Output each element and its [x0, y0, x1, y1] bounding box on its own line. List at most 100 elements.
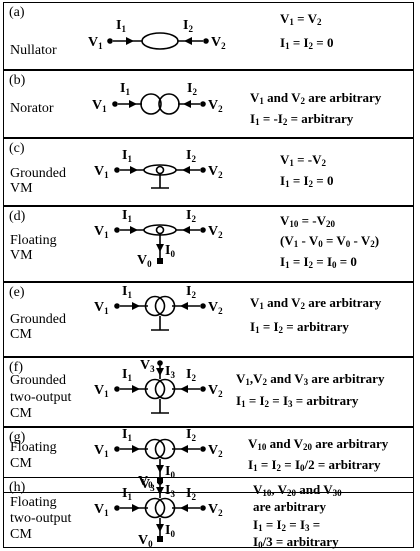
- terminal-dot: [200, 303, 206, 309]
- element-name: two-output: [10, 511, 72, 526]
- current-arrow: [156, 465, 164, 473]
- current-arrow: [180, 302, 188, 310]
- element-name: Norator: [10, 101, 54, 116]
- equation: I1 = I2 = I0 = 0: [280, 254, 357, 270]
- label-i0: I0: [165, 523, 175, 539]
- output-terminal: [157, 258, 163, 264]
- equation: I1 = I2 = I3 = arbitrary: [236, 393, 359, 409]
- equation: V1 = V2: [280, 11, 322, 27]
- label-i2: I2: [186, 208, 196, 224]
- terminal-dot: [114, 446, 120, 452]
- terminal-dot: [112, 101, 118, 107]
- label-v2: V2: [208, 300, 223, 316]
- label-i1: I1: [116, 18, 126, 34]
- terminal-dot: [200, 167, 206, 173]
- current-arrow: [132, 385, 140, 393]
- current-arrow: [182, 166, 190, 174]
- row-letter: (h): [9, 480, 26, 495]
- label-v1: V1: [94, 300, 109, 316]
- current-arrow: [156, 524, 164, 532]
- label-i1: I1: [122, 208, 132, 224]
- terminal-dot: [157, 360, 163, 366]
- row-letter: (b): [9, 73, 26, 88]
- label-v0: V0: [138, 474, 153, 490]
- current-arrow: [126, 37, 134, 45]
- terminal-dot: [200, 227, 206, 233]
- equation: V10, V20 and V30: [253, 482, 342, 498]
- label-i1: I1: [122, 428, 132, 443]
- element-name: CM: [10, 327, 32, 342]
- element-name: VM: [10, 181, 33, 196]
- label-i3: I3: [165, 364, 175, 380]
- element-name: CM: [10, 456, 32, 471]
- current-arrow: [132, 302, 140, 310]
- label-v3: V3: [140, 358, 155, 374]
- element-name: Floating: [10, 495, 57, 510]
- element-name: CM: [10, 406, 32, 421]
- equation: I1 = I2 = arbitrary: [250, 319, 349, 335]
- label-i1: I1: [122, 367, 132, 383]
- label-i2: I2: [186, 284, 196, 300]
- label-i0: I0: [165, 243, 175, 259]
- equation: V1 and V2 are arbitrary: [250, 90, 382, 106]
- row-letter: (f): [9, 360, 23, 375]
- equation: I0/3 = arbitrary: [253, 534, 339, 550]
- terminal-dot: [114, 386, 120, 392]
- label-v1: V1: [92, 98, 107, 114]
- current-arrow: [130, 226, 138, 234]
- label-v2: V2: [208, 98, 223, 114]
- row-letter: (e): [9, 285, 25, 300]
- label-i1: I1: [120, 81, 130, 97]
- label-v2: V2: [208, 224, 223, 240]
- current-arrow: [130, 166, 138, 174]
- label-v2: V2: [208, 443, 223, 459]
- terminal-dot: [157, 479, 163, 485]
- label-v2: V2: [208, 502, 223, 518]
- element-name: Nullator: [10, 43, 57, 58]
- terminal-dot: [114, 303, 120, 309]
- row-letter: (c): [9, 141, 25, 156]
- equation: (V1 - V0 = V0 - V2): [280, 233, 380, 249]
- terminal-dot: [200, 101, 206, 107]
- current-arrow: [156, 487, 164, 495]
- label-i1: I1: [122, 486, 132, 502]
- current-arrow: [184, 37, 192, 45]
- current-arrow: [156, 368, 164, 376]
- element-name: Grounded: [10, 166, 66, 181]
- label-i2: I2: [183, 18, 193, 34]
- label-i2: I2: [186, 428, 196, 443]
- equation: V10 = -V20: [280, 213, 336, 229]
- equation: V1,V2 and V3 are arbitrary: [236, 371, 385, 387]
- label-i2: I2: [186, 486, 196, 502]
- current-arrow: [132, 445, 140, 453]
- terminal-dot: [107, 38, 113, 44]
- equation: are arbitrary: [253, 499, 327, 514]
- label-v1: V1: [94, 224, 109, 240]
- label-v1: V1: [94, 502, 109, 518]
- element-name: VM: [10, 248, 33, 263]
- element-name: Floating: [10, 233, 57, 248]
- label-i2: I2: [186, 148, 196, 164]
- current-arrow: [182, 226, 190, 234]
- row-letter: (d): [9, 209, 26, 224]
- label-i2: I2: [186, 367, 196, 383]
- element-name: two-output: [10, 390, 72, 405]
- current-arrow: [129, 100, 137, 108]
- label-v2: V2: [208, 164, 223, 180]
- label-v1: V1: [94, 383, 109, 399]
- current-arrow: [183, 100, 191, 108]
- equation: I1 = I2 = I3 =: [253, 517, 321, 533]
